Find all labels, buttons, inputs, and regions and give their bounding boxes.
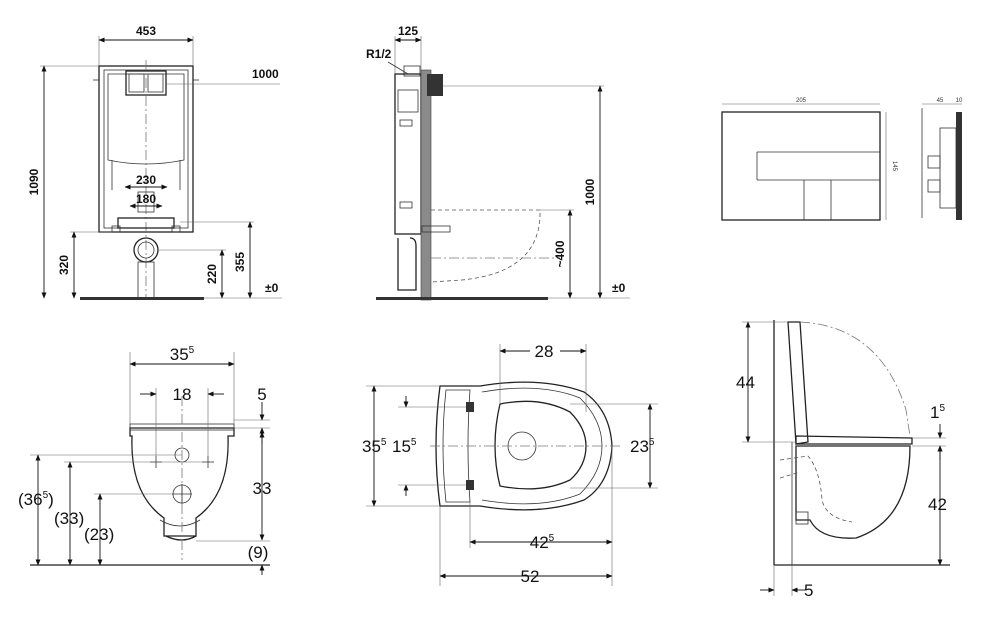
front-drain-height-label: (23) (84, 525, 114, 544)
seat-height-label: ~400 (553, 240, 567, 267)
flush-plate-view: 205 145 45 10 (721, 98, 963, 221)
side-floor-label: ±0 (612, 281, 626, 295)
drain-height-label: 220 (205, 264, 219, 284)
top-opening-width-label: 28 (535, 342, 554, 361)
frame-side-view: 125 R1/2 1000 ~400 ±0 (366, 24, 630, 301)
plate-width-label: 205 (796, 98, 807, 104)
front-bolt-spacing-label: 18 (173, 385, 192, 404)
toilet-profile-view: 44 15 42 5 (736, 320, 950, 600)
outlet-height-label: 320 (57, 255, 71, 275)
front-width-label: 355 (170, 345, 195, 364)
top-seat-width-label: 235 (630, 437, 655, 456)
front-bowl-height-label: 33 (253, 479, 272, 498)
thread-label: R1/2 (366, 47, 392, 61)
top-total-length-label: 52 (521, 567, 540, 586)
toilet-front-view: 355 18 5 33 (9) (365) (33) (23) (18, 345, 271, 575)
button-height-label: 1000 (252, 67, 279, 81)
profile-gap-label: 15 (930, 403, 945, 422)
top-bolt-spacing-label: 155 (392, 437, 417, 456)
front-top-offset-label: 5 (257, 385, 266, 404)
top-seat-length-label: 425 (530, 533, 555, 552)
side-depth-label: 125 (398, 24, 418, 38)
profile-lid-height-label: 44 (736, 373, 755, 392)
frame-floor-label: ±0 (265, 281, 279, 295)
frame-front-view: 453 1090 1000 230 180 320 220 355 ±0 (27, 24, 282, 300)
front-bottom-offset-label: (9) (248, 543, 269, 562)
pipe-spacing-label: 230 (136, 173, 156, 187)
plate-height-label: 145 (891, 161, 897, 172)
frame-width-label: 453 (136, 24, 156, 38)
inlet-height-label: 355 (233, 252, 247, 272)
side-height-label: 1000 (583, 178, 597, 205)
toilet-top-view: 28 355 155 235 425 52 (362, 342, 658, 586)
bolt-spacing-label: 180 (136, 192, 156, 206)
frame-height-label: 1090 (27, 168, 41, 195)
profile-bowl-height-label: 42 (928, 495, 947, 514)
profile-wall-offset-label: 5 (804, 581, 813, 600)
front-bolt-height-label: (33) (54, 509, 84, 528)
plate-depth-b-label: 10 (956, 98, 963, 104)
top-width-label: 355 (362, 437, 387, 456)
front-total-height-label: (365) (18, 490, 54, 509)
plate-depth-a-label: 45 (937, 98, 944, 104)
